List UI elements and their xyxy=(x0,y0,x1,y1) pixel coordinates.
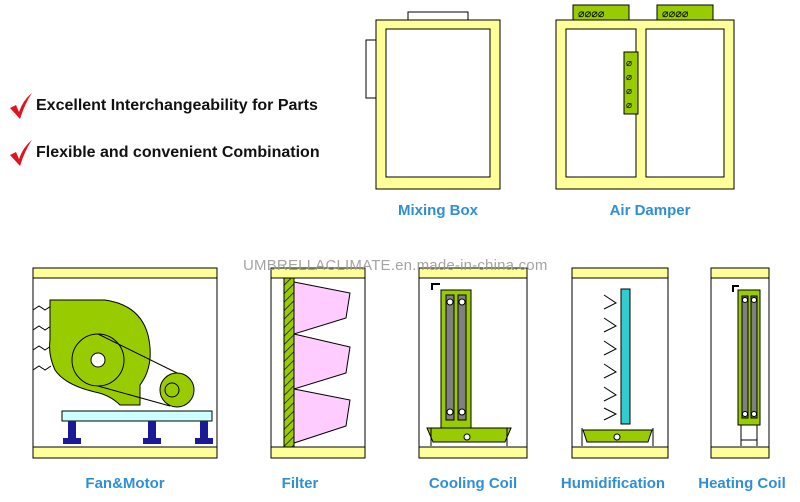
svg-text:⌀: ⌀ xyxy=(626,58,632,69)
air-damper-diagram: ⌀⌀⌀⌀ ⌀⌀⌀⌀ ⌀ ⌀ ⌀ ⌀ xyxy=(555,4,735,190)
vibration-isolators xyxy=(63,421,213,444)
mixing-box-diagram xyxy=(365,11,501,190)
label-humidification: Humidification xyxy=(560,475,666,492)
check-icon xyxy=(10,93,32,119)
label-fan-motor: Fan&Motor xyxy=(85,475,165,492)
svg-text:⌀: ⌀ xyxy=(626,72,632,83)
fan-base xyxy=(61,410,213,422)
bag-filter-3 xyxy=(293,388,351,444)
damper-blades-center: ⌀ ⌀ ⌀ ⌀ xyxy=(623,51,639,115)
damper-blades-top-left: ⌀⌀⌀⌀ xyxy=(572,4,630,21)
feature-text-1: Excellent Interchangeability for Parts xyxy=(36,97,318,114)
heating-coil-diagram xyxy=(710,267,770,459)
spray-nozzles xyxy=(603,294,618,421)
label-mixing-box: Mixing Box xyxy=(397,202,478,219)
svg-text:⌀⌀⌀⌀: ⌀⌀⌀⌀ xyxy=(662,7,689,20)
watermark: UMBRELLACLIMATE.en.made-in-china.com xyxy=(243,257,548,274)
bag-filter-2 xyxy=(293,333,351,390)
svg-text:⌀⌀⌀⌀: ⌀⌀⌀⌀ xyxy=(578,7,605,20)
humidification-diagram xyxy=(571,267,669,459)
bag-filter-1 xyxy=(293,281,351,335)
label-filter: Filter xyxy=(281,475,319,492)
filter-diagram xyxy=(270,267,366,459)
cooling-coil-diagram xyxy=(418,267,528,459)
svg-text:⌀: ⌀ xyxy=(626,86,632,97)
fan-motor-diagram xyxy=(32,267,218,459)
label-cooling-coil: Cooling Coil xyxy=(428,475,518,492)
svg-text:⌀: ⌀ xyxy=(626,100,632,111)
humidifier-media xyxy=(620,288,631,425)
check-icon xyxy=(10,140,32,166)
feature-line-2: Flexible and convenient Combination xyxy=(8,139,320,167)
mixing-box-side-inlet xyxy=(365,39,378,99)
damper-blades-top-right: ⌀⌀⌀⌀ xyxy=(656,4,714,21)
mixing-box-top-inlet xyxy=(407,11,469,21)
filter-frame-hatched xyxy=(283,277,295,448)
label-heating-coil: Heating Coil xyxy=(698,475,786,492)
feature-line-1: Excellent Interchangeability for Parts xyxy=(8,92,318,120)
label-air-damper: Air Damper xyxy=(609,202,691,219)
feature-text-2: Flexible and convenient Combination xyxy=(36,144,320,161)
